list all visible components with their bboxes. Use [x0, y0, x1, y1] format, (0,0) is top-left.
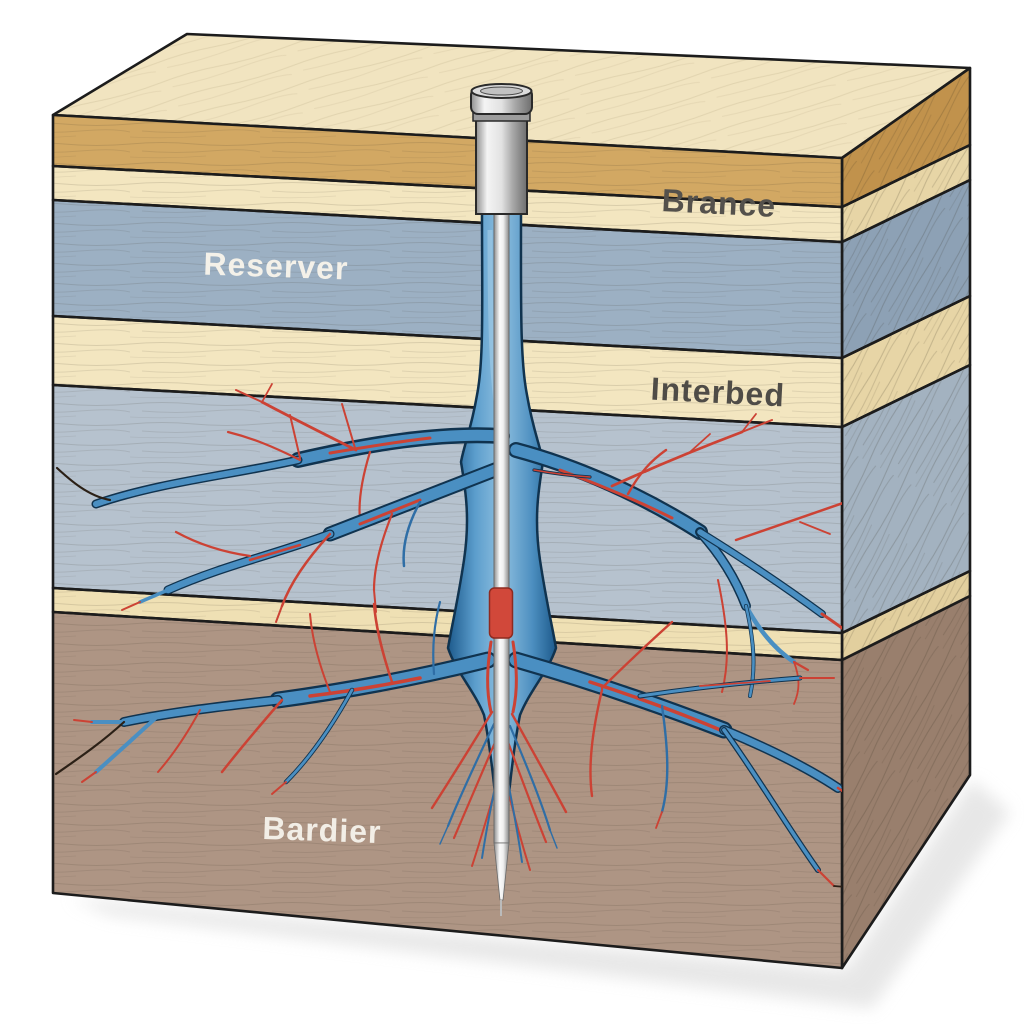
label-interbed: Interbed	[650, 371, 786, 414]
wellhead	[470, 83, 533, 215]
fracture-tail-spray	[430, 640, 568, 871]
wellhead-body	[475, 103, 528, 215]
label-top-layer: Brance	[661, 182, 777, 224]
labels: Brance Reserver Interbed Bardier	[203, 182, 786, 850]
fracture-network-lower	[54, 600, 842, 888]
label-barrier: Bardier	[262, 810, 382, 850]
block-shadow	[70, 780, 1010, 1008]
label-reservoir: Reserver	[203, 245, 349, 286]
side-face	[840, 66, 972, 970]
fracture-network-upper	[55, 383, 842, 705]
front-face	[51, 113, 844, 970]
well-core	[493, 212, 510, 916]
well-sleeve-red	[488, 587, 514, 639]
